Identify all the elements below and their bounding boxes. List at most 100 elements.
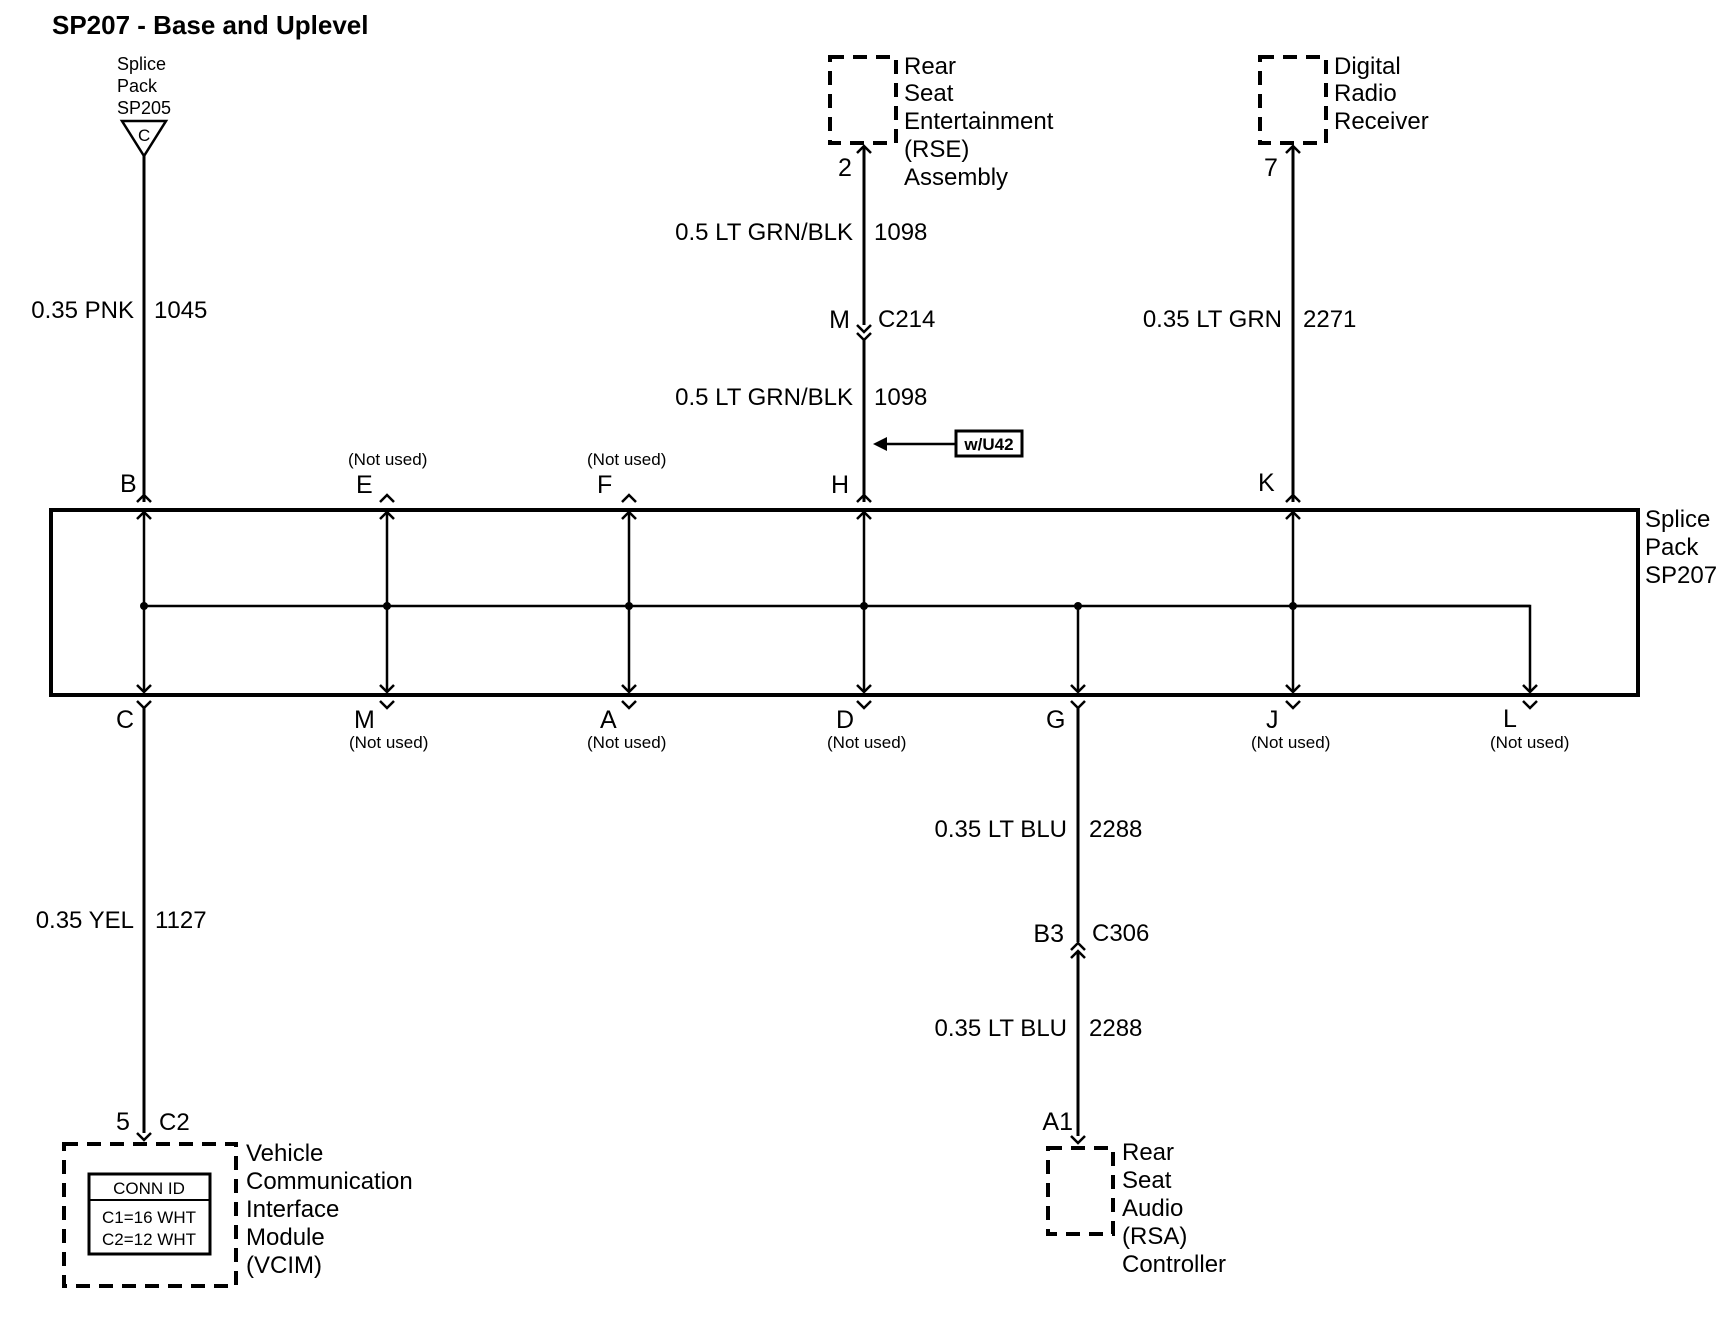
pin-l-not-used-label: (Not used)	[1490, 733, 1569, 752]
wire-pnk-circuit-label: 1045	[154, 297, 207, 324]
pin-m-arrow-icon	[379, 684, 395, 694]
pin-e-not-used-label: (Not used)	[348, 450, 427, 469]
rsa-controller-component: Rear Seat Audio (RSA) Controller	[1046, 1139, 1226, 1278]
conn-id-title: CONN ID	[113, 1179, 185, 1198]
pin-h-label: H	[831, 471, 849, 499]
pin-f-label: F	[597, 471, 612, 499]
pin-h-terminal-icon	[856, 493, 872, 503]
pin-k-label: K	[1258, 469, 1275, 497]
pin-k-terminal-icon	[1285, 493, 1301, 503]
rsa-label-line5: Controller	[1122, 1251, 1226, 1278]
sp207-label-line1: Splice	[1645, 506, 1710, 533]
pin-l-arrow-icon	[1522, 684, 1538, 694]
c214-connector-label: C214	[878, 306, 935, 333]
digital-radio-pin-label: 7	[1264, 154, 1278, 182]
pin-e-terminal-icon	[379, 493, 395, 503]
pin-d-not-used-label: (Not used)	[827, 733, 906, 752]
sp205-label-line1: Splice	[117, 54, 166, 74]
wire-yel-color-label: 0.35 YEL	[36, 907, 134, 934]
pin-f-terminal-icon	[621, 493, 637, 503]
sp205-pin-label: C	[138, 126, 150, 145]
rse-assembly-component: Rear Seat Entertainment (RSE) Assembly 2	[828, 53, 1054, 191]
pin-d-terminal-icon	[856, 700, 872, 710]
vcim-pin-terminal-icon	[136, 1132, 152, 1142]
vcim-label-line1: Vehicle	[246, 1140, 323, 1167]
digital-radio-label-line3: Receiver	[1334, 108, 1429, 135]
pin-l-label: L	[1503, 705, 1517, 733]
vcim-connector-label: C2	[159, 1109, 190, 1136]
rsa-label-line1: Rear	[1122, 1139, 1174, 1166]
pin-a-label: A	[600, 706, 617, 734]
rse-label-line2: Seat	[904, 80, 954, 107]
sp207-label-line2: Pack	[1645, 534, 1699, 561]
rse-pin-label: 2	[838, 154, 852, 182]
pin-b-terminal-icon	[136, 493, 152, 503]
rse-label-line3: Entertainment	[904, 108, 1054, 135]
conn-id-c1: C1=16 WHT	[102, 1208, 196, 1227]
pin-a-terminal-icon	[621, 700, 637, 710]
c214-connector-icon	[856, 324, 872, 334]
pin-e-label: E	[356, 471, 373, 499]
option-arrow-icon	[873, 437, 887, 451]
wire-lt-grn-color-label: 0.35 LT GRN	[1143, 306, 1282, 333]
wire-blu-upper-circuit-label: 2288	[1089, 816, 1142, 843]
option-badge-label: w/U42	[963, 435, 1013, 454]
pin-g-terminal-icon	[1070, 700, 1086, 710]
wire-rse-lower-circuit-label: 1098	[874, 384, 927, 411]
rse-label-line5: Assembly	[904, 164, 1008, 191]
pin-l-terminal-icon	[1522, 700, 1538, 710]
c214-pin-label: M	[829, 306, 850, 334]
pin-f-not-used-label: (Not used)	[587, 450, 666, 469]
vcim-component: CONN ID C1=16 WHT C2=12 WHT Vehicle Comm…	[62, 1140, 413, 1288]
pin-j-not-used-label: (Not used)	[1251, 733, 1330, 752]
c214-connector-icon-lower	[856, 332, 872, 342]
digital-radio-label-line2: Radio	[1334, 80, 1397, 107]
sp205-label-line2: Pack	[117, 76, 158, 96]
rse-assembly-box	[828, 55, 898, 145]
wire-lt-grn-circuit-label: 2271	[1303, 306, 1356, 333]
wire-blu-upper-color-label: 0.35 LT BLU	[934, 816, 1067, 843]
rsa-label-line4: (RSA)	[1122, 1223, 1187, 1250]
pin-g-arrow-icon	[1070, 684, 1086, 694]
pin-d-arrow-icon	[856, 684, 872, 694]
wire-pnk-color-label: 0.35 PNK	[31, 297, 134, 324]
wire-rse-lower-color-label: 0.5 LT GRN/BLK	[675, 384, 853, 411]
vcim-label-line2: Communication	[246, 1168, 413, 1195]
digital-radio-box	[1258, 55, 1328, 145]
c306-pin-label: B3	[1033, 920, 1064, 948]
pin-l-splice-leg	[1293, 604, 1532, 692]
pin-j-label: J	[1266, 706, 1279, 734]
wire-yel-circuit-label: 1127	[155, 907, 207, 934]
c306-connector-icon	[1070, 941, 1086, 951]
splice-pack-sp207-box	[49, 508, 1640, 697]
pin-c-label: C	[116, 706, 134, 734]
top-pins: B (Not used) E (Not used) F H K	[120, 450, 1301, 606]
pin-g-label: G	[1046, 706, 1065, 734]
wire-blu-lower-color-label: 0.35 LT BLU	[934, 1015, 1067, 1042]
vcim-box	[62, 1142, 238, 1288]
wire-rse-upper-color-label: 0.5 LT GRN/BLK	[675, 219, 853, 246]
pin-c-arrow-icon	[136, 684, 152, 694]
rsa-box	[1046, 1146, 1115, 1236]
rsa-label-line3: Audio	[1122, 1195, 1183, 1222]
vcim-label-line4: Module	[246, 1224, 325, 1251]
wire-blu-lower-circuit-label: 2288	[1089, 1015, 1142, 1042]
pin-d-label: D	[836, 706, 854, 734]
pin-m-terminal-icon	[379, 700, 395, 710]
sp205-label-line3: SP205	[117, 98, 171, 118]
sp207-label-line3: SP207	[1645, 562, 1717, 589]
pin-c-terminal-icon	[136, 700, 152, 710]
vcim-label-line5: (VCIM)	[246, 1252, 322, 1279]
rsa-pin-terminal-icon	[1070, 1135, 1086, 1145]
conn-id-table	[87, 1172, 212, 1256]
vcim-pin-label: 5	[116, 1108, 130, 1136]
bottom-pins: C M (Not used) A (Not used) D (Not used)…	[116, 604, 1569, 752]
pin-m-not-used-label: (Not used)	[349, 733, 428, 752]
option-badge-box	[954, 429, 1024, 458]
splice-pack-sp205-reference: Splice Pack SP205 C	[117, 54, 171, 159]
rsa-label-line2: Seat	[1122, 1167, 1172, 1194]
pin-j-terminal-icon	[1285, 700, 1301, 710]
digital-radio-label-line1: Digital	[1334, 53, 1401, 80]
rsa-pin-label: A1	[1042, 1108, 1073, 1136]
